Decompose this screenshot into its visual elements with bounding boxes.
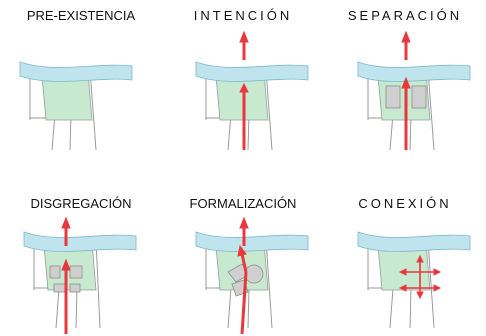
- separation-arrows: [401, 30, 411, 150]
- river: [357, 231, 471, 252]
- base-map: [195, 61, 309, 151]
- site-diagram-intencion: [195, 30, 309, 151]
- river: [357, 61, 471, 82]
- panel-title: CONEXIÓN: [358, 196, 452, 211]
- panel-title: INTENCIÓN: [193, 8, 293, 23]
- intention-arrows: [239, 30, 249, 150]
- site-diagram-conexion: [357, 231, 471, 329]
- river: [23, 231, 137, 252]
- river: [195, 231, 309, 252]
- river: [195, 61, 309, 82]
- site-diagram-formalizacion: [195, 216, 309, 335]
- formalization-arrows: [237, 216, 249, 335]
- building-blocks: [385, 85, 427, 109]
- base-map: [19, 61, 133, 151]
- site-diagram-separacion: [357, 30, 471, 151]
- panel-title: PRE-EXISTENCIA: [26, 8, 136, 23]
- panel-title: DISGREGACIÓN: [30, 196, 132, 211]
- base-map: [23, 231, 137, 329]
- panel-conexion: CONEXIÓN: [324, 168, 486, 336]
- river: [19, 61, 133, 82]
- panel-formalizacion: FORMALIZACIÓN: [162, 168, 324, 336]
- panel-pre-existencia: PRE-EXISTENCIA: [0, 0, 162, 168]
- site-diagram-pre-existencia: [19, 61, 133, 151]
- connection-arrows: [398, 254, 442, 300]
- panel-title: SEPARACIÓN: [347, 8, 463, 23]
- site-diagram-disgregacion: [23, 216, 137, 334]
- building-blocks: [49, 265, 83, 293]
- panel-separacion: SEPARACIÓN: [324, 0, 486, 168]
- panel-intencion: INTENCIÓN: [162, 0, 324, 168]
- panel-title: FORMALIZACIÓN: [189, 196, 297, 211]
- panel-disgregacion: DISGREGACIÓN: [0, 168, 162, 336]
- disgregation-arrows: [61, 216, 71, 334]
- base-map: [357, 231, 471, 329]
